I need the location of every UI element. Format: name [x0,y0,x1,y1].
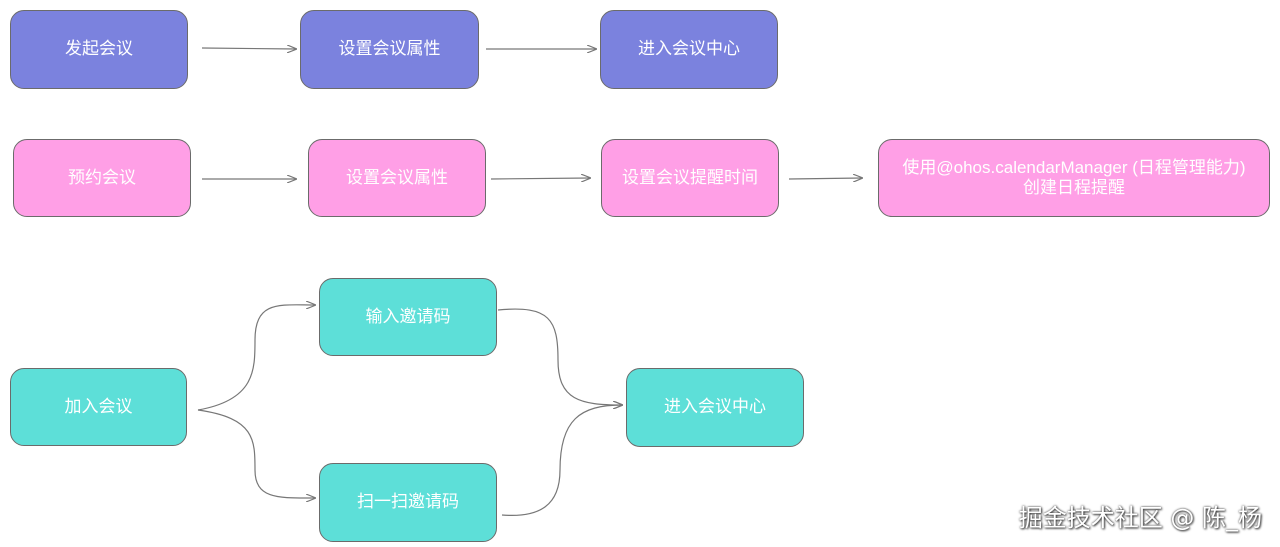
node-set-meeting-attributes[interactable]: 设置会议属性 [300,10,479,89]
node-set-meeting-attributes-2[interactable]: 设置会议属性 [308,139,486,217]
node-join-meeting[interactable]: 加入会议 [10,368,187,446]
calendar-line-2: 创建日程提醒 [1022,178,1125,197]
node-enter-meeting-center-label: 进入会议中心 [638,39,740,59]
node-enter-meeting-center-2-label: 进入会议中心 [664,397,766,417]
node-input-invite-code-label: 输入邀请码 [365,306,451,326]
arrow-join-to-input [197,305,315,411]
node-set-meeting-attributes-label: 设置会议属性 [338,39,441,59]
node-schedule-meeting-label: 预约会议 [68,167,136,187]
node-enter-meeting-center[interactable]: 进入会议中心 [600,10,778,89]
node-schedule-meeting[interactable]: 预约会议 [13,139,191,217]
node-enter-meeting-center-2[interactable]: 进入会议中心 [626,368,804,447]
arrow-reminder-to-calendar [788,178,862,179]
watermark: 掘金技术社区 @ 陈_杨 [1018,504,1262,532]
node-create-calendar-reminder-text: 使用@ohos.calendarManager (日程管理能力) 创建日程提醒 [902,158,1245,199]
node-set-reminder-time[interactable]: 设置会议提醒时间 [601,139,779,217]
calendar-line-1: 使用@ohos.calendarManager (日程管理能力) [902,157,1246,177]
node-input-invite-code[interactable]: 输入邀请码 [319,278,497,356]
node-scan-invite-code-label: 扫一扫邀请码 [357,492,459,512]
node-start-meeting-label: 发起会议 [65,39,133,59]
node-set-reminder-time-label: 设置会议提醒时间 [622,167,758,187]
node-join-meeting-label: 加入会议 [64,396,133,416]
arrow-start-to-setattr [201,48,296,49]
node-create-calendar-reminder[interactable]: 使用@ohos.calendarManager (日程管理能力) 创建日程提醒 [878,139,1270,217]
node-start-meeting[interactable]: 发起会议 [10,10,188,89]
node-set-meeting-attributes-2-label: 设置会议属性 [346,167,448,187]
node-scan-invite-code[interactable]: 扫一扫邀请码 [319,463,497,542]
arrow-setattr-to-reminder [490,178,590,179]
arrow-scan-to-center [501,405,622,517]
arrow-join-to-scan [197,409,315,498]
arrow-input-to-center [497,308,622,405]
